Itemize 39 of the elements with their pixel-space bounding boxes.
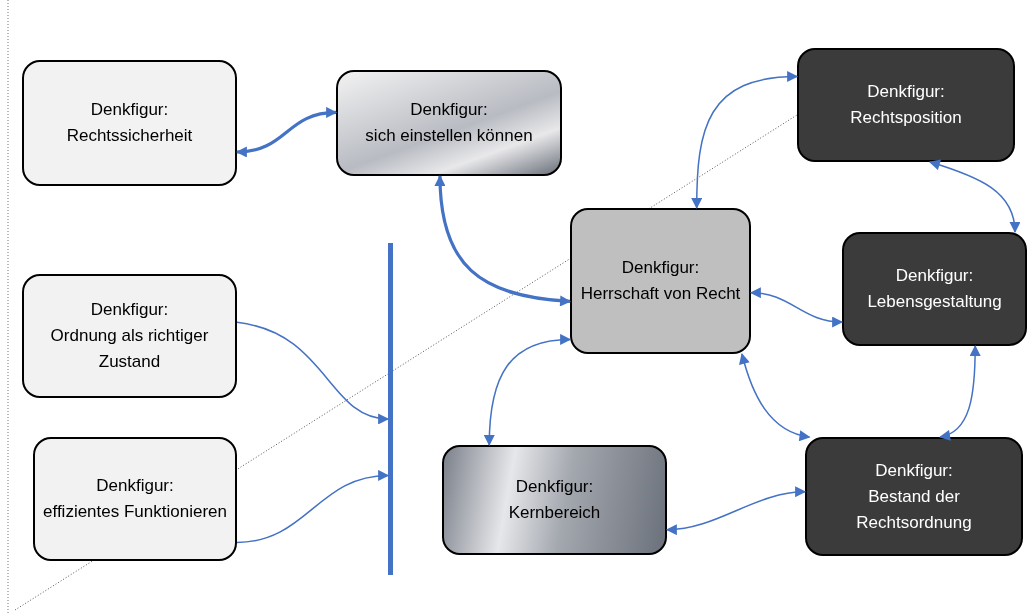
concept-label: sich einstellen können xyxy=(365,125,533,147)
connector-arrow xyxy=(235,107,338,157)
connector-arrow xyxy=(739,352,811,441)
concept-heading: Denkfigur: xyxy=(515,476,594,498)
concept-box xyxy=(33,437,237,561)
concept-box xyxy=(336,70,562,176)
connector-arrow xyxy=(236,470,390,544)
concept-heading: Denkfigur: xyxy=(621,257,700,279)
concept-label: Rechtssicherheit xyxy=(66,125,193,147)
connector-arrow xyxy=(434,174,572,307)
concept-box xyxy=(570,208,751,354)
divider-bar xyxy=(388,243,393,575)
concept-heading: Denkfigur: xyxy=(90,99,169,121)
concept-label: Rechtsposition xyxy=(850,107,962,129)
connector-arrow xyxy=(665,486,807,535)
concept-box xyxy=(842,232,1027,346)
concept-heading: Denkfigur: xyxy=(867,81,945,103)
concept-label: Herrschaft von Recht xyxy=(580,283,741,305)
connector-arrow xyxy=(484,334,572,447)
concept-heading: Denkfigur: xyxy=(875,459,953,482)
concept-label: Ordnung als richtiger Zustand xyxy=(49,325,210,373)
concept-box xyxy=(22,60,237,186)
concept-label: Kernbereich xyxy=(508,502,601,524)
concept-box xyxy=(797,48,1015,162)
concept-heading: Denkfigur: xyxy=(96,475,174,497)
concept-box xyxy=(442,445,667,555)
connector-arrow xyxy=(691,71,799,210)
concept-label: Bestand der Rechtsordnung xyxy=(855,485,973,534)
concept-label: effizientes Funktionieren xyxy=(43,501,227,523)
connector-arrow xyxy=(939,344,981,440)
connector-arrow xyxy=(928,159,1020,234)
concept-box xyxy=(805,437,1023,556)
connector-arrow xyxy=(749,287,844,327)
connector-arrow xyxy=(236,321,390,424)
concept-heading: Denkfigur: xyxy=(410,99,488,121)
concept-heading: Denkfigur: xyxy=(90,299,169,321)
concept-box xyxy=(22,274,237,398)
concept-heading: Denkfigur: xyxy=(895,265,974,287)
concept-label: Lebensgestaltung xyxy=(867,291,1002,313)
